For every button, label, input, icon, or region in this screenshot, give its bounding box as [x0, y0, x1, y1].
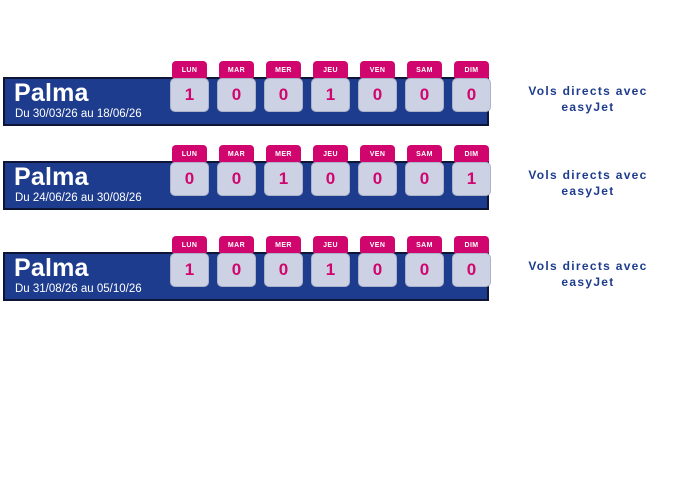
day-column-sam: SAM 0 [405, 145, 444, 196]
day-column-dim: DIM 1 [452, 145, 491, 196]
flight-count-mar: 0 [217, 253, 256, 287]
airline-note-line2: easyJet [561, 275, 615, 289]
week-day-grid: LUN 0 MAR 0 MER 1 JEU 0 VEN 0 SAM 0 DIM … [170, 145, 491, 196]
date-range: Du 30/03/26 au 18/06/26 [15, 108, 142, 120]
day-label-mer: MER [266, 61, 301, 80]
date-range: Du 24/06/26 au 30/08/26 [15, 192, 142, 204]
day-label-jeu: JEU [313, 145, 348, 164]
airline-note: Vols directs avec easyJet [496, 83, 680, 115]
day-column-sam: SAM 0 [405, 236, 444, 287]
day-column-sam: SAM 0 [405, 61, 444, 112]
day-label-mar: MAR [219, 236, 254, 255]
day-label-sam: SAM [407, 61, 442, 80]
day-label-dim: DIM [454, 61, 489, 80]
flight-count-ven: 0 [358, 253, 397, 287]
day-column-lun: LUN 1 [170, 236, 209, 287]
flight-count-dim: 1 [452, 162, 491, 196]
day-label-lun: LUN [172, 145, 207, 164]
airline-note-line1: Vols directs avec [528, 168, 648, 182]
day-column-ven: VEN 0 [358, 61, 397, 112]
flight-count-jeu: 1 [311, 253, 350, 287]
flight-count-ven: 0 [358, 162, 397, 196]
day-column-dim: DIM 0 [452, 61, 491, 112]
day-column-dim: DIM 0 [452, 236, 491, 287]
day-label-jeu: JEU [313, 236, 348, 255]
flight-count-jeu: 1 [311, 78, 350, 112]
day-column-mar: MAR 0 [217, 236, 256, 287]
flight-count-mer: 0 [264, 78, 303, 112]
day-label-lun: LUN [172, 236, 207, 255]
destination-name: Palma [14, 254, 89, 282]
flight-count-lun: 1 [170, 78, 209, 112]
day-column-mar: MAR 0 [217, 145, 256, 196]
schedule-row: Palma Du 24/06/26 au 30/08/26 LUN 0 MAR … [0, 145, 688, 211]
week-day-grid: LUN 1 MAR 0 MER 0 JEU 1 VEN 0 SAM 0 DIM … [170, 236, 491, 287]
day-column-mar: MAR 0 [217, 61, 256, 112]
flight-count-jeu: 0 [311, 162, 350, 196]
day-column-mer: MER 0 [264, 236, 303, 287]
flight-count-dim: 0 [452, 253, 491, 287]
flight-count-lun: 0 [170, 162, 209, 196]
airline-note: Vols directs avec easyJet [496, 258, 680, 290]
flight-count-mer: 1 [264, 162, 303, 196]
day-column-lun: LUN 1 [170, 61, 209, 112]
day-label-ven: VEN [360, 236, 395, 255]
day-label-ven: VEN [360, 61, 395, 80]
destination-name: Palma [14, 163, 89, 191]
airline-note-line2: easyJet [561, 184, 615, 198]
airline-note: Vols directs avec easyJet [496, 167, 680, 199]
airline-note-line1: Vols directs avec [528, 259, 648, 273]
flight-count-sam: 0 [405, 253, 444, 287]
destination-name: Palma [14, 79, 89, 107]
day-label-mar: MAR [219, 145, 254, 164]
flight-count-mar: 0 [217, 162, 256, 196]
week-day-grid: LUN 1 MAR 0 MER 0 JEU 1 VEN 0 SAM 0 DIM … [170, 61, 491, 112]
date-range: Du 31/08/26 au 05/10/26 [15, 283, 142, 295]
airline-note-line2: easyJet [561, 100, 615, 114]
flight-count-sam: 0 [405, 78, 444, 112]
day-label-mar: MAR [219, 61, 254, 80]
flight-count-ven: 0 [358, 78, 397, 112]
day-label-mer: MER [266, 145, 301, 164]
day-label-ven: VEN [360, 145, 395, 164]
day-label-mer: MER [266, 236, 301, 255]
flight-count-sam: 0 [405, 162, 444, 196]
schedule-row: Palma Du 30/03/26 au 18/06/26 LUN 1 MAR … [0, 61, 688, 127]
day-column-jeu: JEU 0 [311, 145, 350, 196]
day-label-dim: DIM [454, 236, 489, 255]
airline-note-line1: Vols directs avec [528, 84, 648, 98]
flight-count-dim: 0 [452, 78, 491, 112]
day-label-dim: DIM [454, 145, 489, 164]
day-label-lun: LUN [172, 61, 207, 80]
day-label-jeu: JEU [313, 61, 348, 80]
day-column-lun: LUN 0 [170, 145, 209, 196]
day-column-ven: VEN 0 [358, 145, 397, 196]
day-column-mer: MER 0 [264, 61, 303, 112]
day-column-ven: VEN 0 [358, 236, 397, 287]
day-column-jeu: JEU 1 [311, 236, 350, 287]
flight-count-mar: 0 [217, 78, 256, 112]
day-label-sam: SAM [407, 236, 442, 255]
flight-count-lun: 1 [170, 253, 209, 287]
schedule-row: Palma Du 31/08/26 au 05/10/26 LUN 1 MAR … [0, 236, 688, 302]
day-column-mer: MER 1 [264, 145, 303, 196]
flight-count-mer: 0 [264, 253, 303, 287]
day-column-jeu: JEU 1 [311, 61, 350, 112]
day-label-sam: SAM [407, 145, 442, 164]
